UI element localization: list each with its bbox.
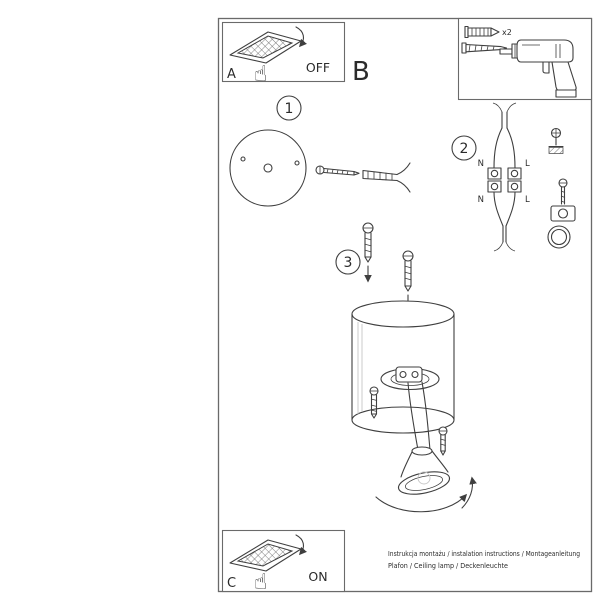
- drill-icon: [499, 39, 577, 98]
- step-2-badge: [451, 135, 477, 161]
- step-3: 3: [335, 222, 477, 513]
- step-2-number: 2: [460, 141, 469, 157]
- mounting-screw-icon: [315, 165, 360, 176]
- wiring-diagram: N L N L: [478, 102, 530, 252]
- step-3-number: 3: [344, 255, 353, 271]
- terminal-label-n-bottom: N: [478, 195, 484, 205]
- terminal-label-l-top: L: [525, 159, 530, 169]
- step-1: 1: [229, 95, 411, 207]
- cable-bottom: [502, 225, 507, 243]
- step-2: 2 N L N L: [451, 102, 576, 252]
- hanging-screw-icon: [438, 426, 448, 456]
- tools-box: x2: [457, 17, 593, 101]
- section-label-b: B: [352, 57, 370, 87]
- socket-fitting-icon: [395, 366, 423, 383]
- rocker-switch-icon: [229, 31, 302, 64]
- step-1-badge: [276, 95, 302, 121]
- flick-arrow-icon: [295, 534, 307, 556]
- panel-switch-off: ☝ A OFF: [221, 21, 346, 87]
- plug-count-label: x2: [502, 28, 512, 37]
- flick-arrow-icon: [295, 26, 307, 48]
- lamp-cords: [407, 381, 431, 451]
- sheet-border: [217, 17, 593, 593]
- ground-terminal-icon: [548, 127, 564, 154]
- inner-screw-icon: [369, 386, 379, 419]
- step-1-number: 1: [285, 101, 294, 117]
- switch-state-off-label: OFF: [306, 60, 330, 75]
- wall-anchor-icon: [362, 162, 411, 193]
- wires-bottom: [493, 191, 516, 227]
- fixing-screw-right-icon: [402, 250, 414, 311]
- footer-line-2: Plafon / Ceiling lamp / Deckenleuchte: [388, 562, 508, 570]
- step-3-badge: [335, 249, 361, 275]
- switch-state-on-label: ON: [308, 569, 327, 584]
- terminal-label-n-top: N: [478, 159, 484, 169]
- footer-line-1: Instrukcja montażu / instalation instruc…: [388, 550, 580, 558]
- panel-switch-on: ☝ C ON: [221, 529, 346, 595]
- cable-clamp-icon: [547, 178, 576, 249]
- cable-top: [501, 111, 508, 129]
- wires-top: [493, 127, 516, 169]
- fixing-screw-left-icon: [362, 222, 374, 283]
- lamp-shade-illustration: [397, 446, 451, 495]
- terminal-block: [487, 167, 522, 193]
- ceiling-canopy-illustration: [229, 129, 307, 207]
- cylinder-body-illustration: [351, 300, 455, 456]
- rotation-arrow-large: [375, 493, 468, 513]
- panel-letter-c: C: [227, 576, 236, 591]
- pressing-hand-icon: ☝: [254, 62, 267, 87]
- rotation-arrow-small: [461, 476, 477, 509]
- wall-plug-icon: [464, 25, 500, 39]
- terminal-label-l-bottom: L: [525, 195, 530, 205]
- panel-letter-a: A: [227, 67, 236, 82]
- rocker-switch-icon: [229, 539, 302, 572]
- pressing-hand-icon: ☝: [254, 570, 267, 595]
